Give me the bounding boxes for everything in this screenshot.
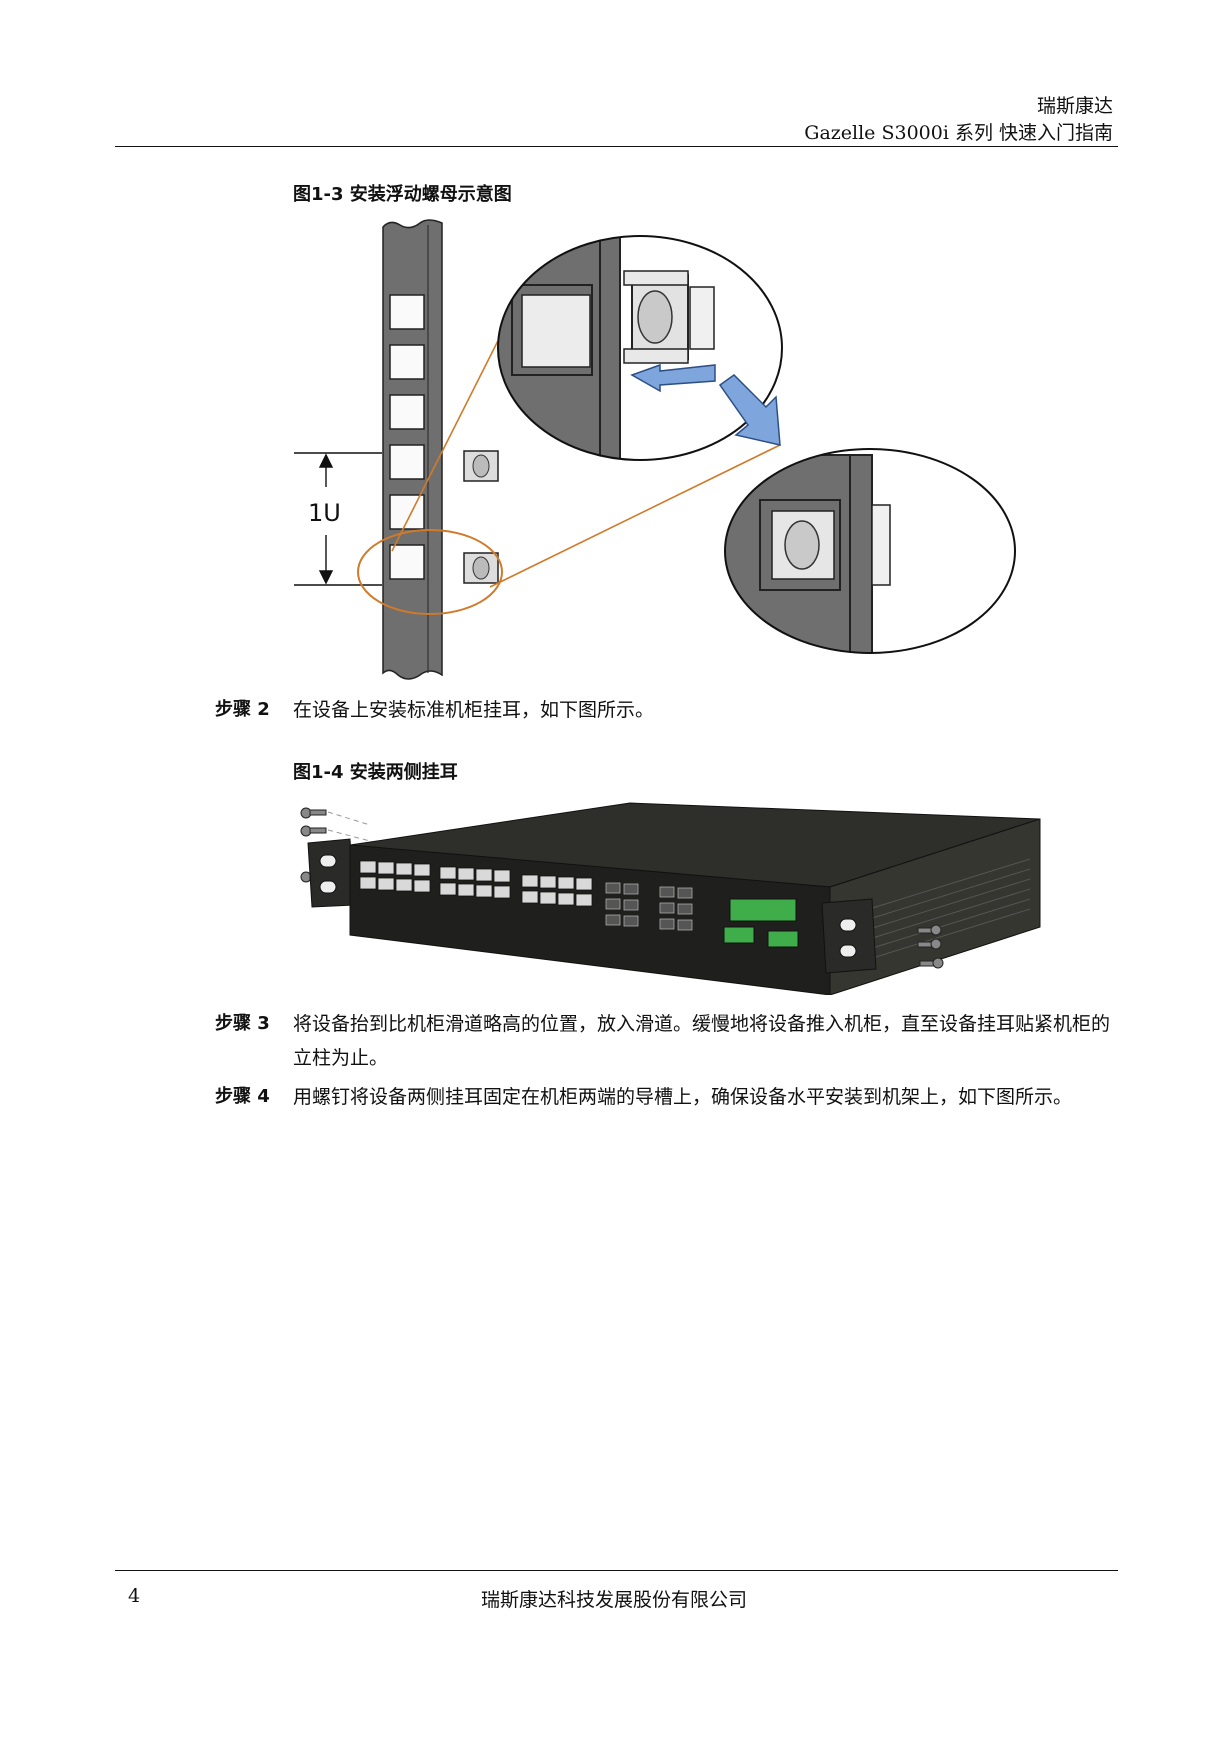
side-vents — [849, 858, 1031, 966]
magnified-view-2 — [724, 448, 1016, 654]
header-company: 瑞斯康达 — [1036, 95, 1113, 117]
callout-line-bottom — [489, 444, 781, 588]
mounting-ears-diagram — [300, 802, 1041, 995]
step-3-label: 步骤 3 — [215, 1013, 270, 1034]
figure-1-4-caption: 图1-4 安装两侧挂耳 — [293, 762, 458, 783]
front-port-group-4 — [605, 882, 693, 931]
step-2: 步骤 2 在设备上安装标准机柜挂耳，如下图所示。 — [215, 693, 1115, 727]
footer-rule — [115, 1570, 1118, 1571]
chassis-front — [349, 844, 831, 995]
front-port-group-1 — [359, 860, 431, 893]
callout-line-top — [391, 306, 516, 552]
step-3: 步骤 3 将设备抬到比机柜滑道略高的位置，放入滑道。缓慢地将设备推入机柜，直至设… — [215, 1007, 1115, 1075]
header-doc-title: Gazelle S3000i 系列 快速入门指南 — [804, 122, 1113, 144]
1u-dimension — [294, 452, 382, 586]
step-3-text: 将设备抬到比机柜滑道略高的位置，放入滑道。缓慢地将设备推入机柜，直至设备挂耳贴紧… — [293, 1013, 1111, 1069]
page-number: 4 — [128, 1585, 141, 1607]
step-4: 步骤 4 用螺钉将设备两侧挂耳固定在机柜两端的导槽上，确保设备水平安装到机架上，… — [215, 1080, 1115, 1114]
rail-square-holes — [389, 294, 425, 580]
screws-right — [917, 924, 944, 969]
header-rule — [115, 146, 1118, 147]
figure-1-3-caption: 图1-3 安装浮动螺母示意图 — [293, 184, 512, 205]
1u-label: 1U — [308, 499, 341, 527]
magnified-view-1 — [497, 235, 783, 461]
step-2-label: 步骤 2 — [215, 699, 270, 720]
left-mounting-ear — [307, 838, 355, 908]
callout-ellipse — [357, 529, 503, 615]
footer-company: 瑞斯康达科技发展股份有限公司 — [480, 1589, 747, 1611]
front-port-group-3 — [521, 874, 593, 907]
direction-arrow — [718, 374, 781, 446]
cage-nut-small-1 — [463, 450, 499, 482]
step-4-text: 用螺钉将设备两侧挂耳固定在机柜两端的导槽上，确保设备水平安装到机架上，如下图所示… — [293, 1086, 1073, 1108]
front-port-group-2 — [439, 866, 511, 899]
right-mounting-ear — [821, 898, 877, 974]
power-terminals — [723, 898, 799, 948]
step-2-text: 在设备上安装标准机柜挂耳，如下图所示。 — [293, 699, 655, 721]
cage-nut-small-2 — [463, 552, 499, 584]
floating-nut-diagram: 1U — [294, 219, 1016, 680]
step-4-label: 步骤 4 — [215, 1086, 270, 1107]
